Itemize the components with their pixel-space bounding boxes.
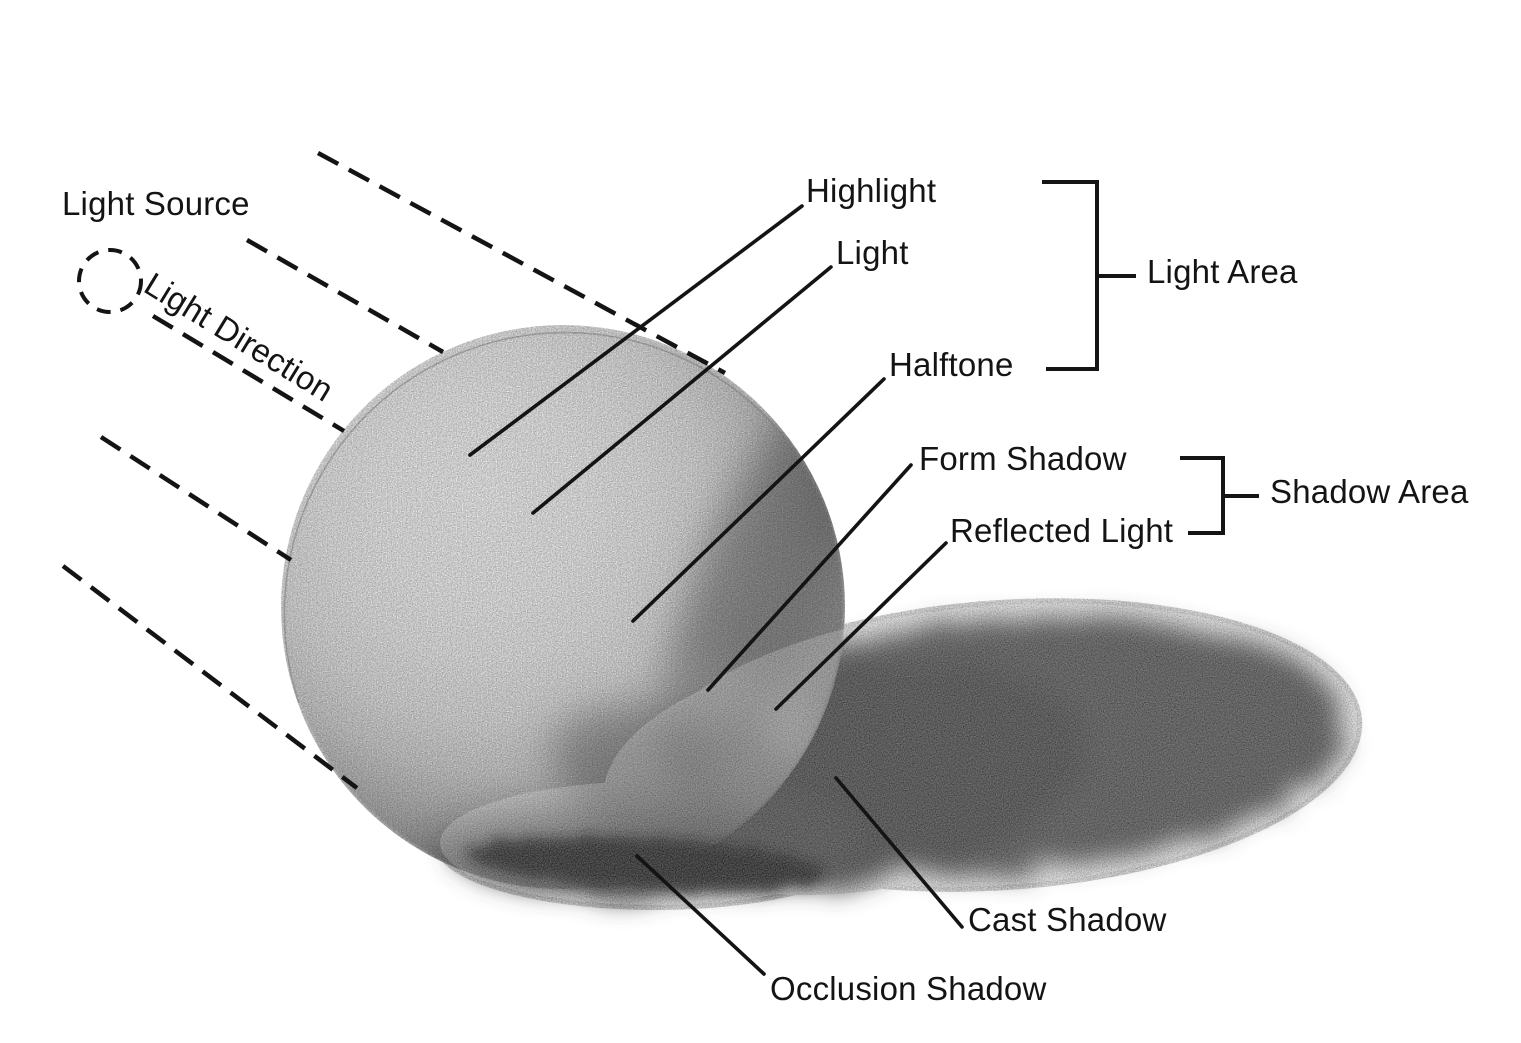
highlight-label: Highlight	[806, 172, 937, 209]
leader-halftone	[631, 377, 886, 623]
leader-cast-shadow	[834, 776, 964, 929]
leader-form-shadow	[706, 463, 913, 692]
light-ray-4	[99, 435, 293, 562]
leader-highlight	[468, 204, 804, 457]
leader-light	[531, 265, 833, 515]
light-source-label: Light Source	[62, 185, 250, 222]
leader-lines	[468, 204, 964, 976]
light-ray-2	[245, 238, 445, 354]
light-source-icon	[77, 248, 143, 314]
light-area-bracket	[1042, 180, 1136, 371]
leader-reflected-light	[774, 541, 948, 711]
light-ray-1	[316, 151, 727, 375]
light-ray-5	[61, 564, 359, 790]
cast-shadow-label: Cast Shadow	[968, 901, 1167, 938]
light-label: Light	[836, 234, 909, 271]
light-ray-3	[151, 314, 346, 433]
occlusion-shadow-label: Occlusion Shadow	[770, 970, 1047, 1007]
form-shadow-label: Form Shadow	[919, 440, 1127, 477]
shadow-area-label: Shadow Area	[1270, 473, 1469, 510]
reflected-light-label: Reflected Light	[950, 512, 1174, 549]
light-rays	[61, 151, 727, 790]
light-area-label: Light Area	[1147, 253, 1298, 290]
leader-occlusion-shadow	[635, 854, 766, 976]
halftone-label: Halftone	[889, 346, 1014, 383]
shadow-area-bracket	[1180, 456, 1259, 535]
